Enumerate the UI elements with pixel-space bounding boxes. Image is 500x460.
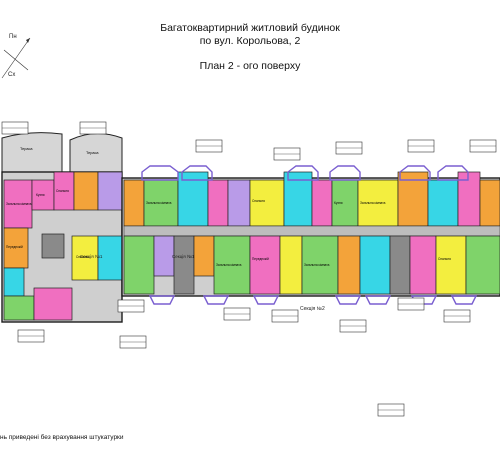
apt-c12 [427, 179, 459, 227]
label-bedroom-c6: Спальня [252, 199, 265, 203]
compass-north-label: Пн [9, 34, 17, 40]
compass-rose: Пн Сх [0, 30, 32, 80]
label-living-c2: Загальна кімната [146, 201, 172, 205]
label-kitchen-c9: Кухня [334, 201, 343, 205]
terrace-left [1, 132, 63, 173]
floor-plan-drawing: Тераса Тераса Загальна кімната Кухня Спа… [1, 121, 500, 417]
balconies-bottom [148, 295, 478, 305]
apt-c20 [279, 235, 303, 295]
label-hall-w3: Передпокій [6, 245, 23, 249]
label-bedroom-w1: Спальня [56, 189, 69, 193]
apt-c5 [227, 179, 251, 227]
apt-c14 [479, 179, 500, 227]
stairwell-west [41, 233, 65, 259]
apt-c15 [123, 235, 155, 295]
apt-c22 [337, 235, 361, 295]
area-table-dividers [2, 127, 496, 411]
label-terrace-right: Тераса [86, 151, 99, 155]
stairwell-c1 [173, 235, 195, 295]
apt-w2-bedroom [73, 171, 99, 211]
compass-east-label: Сх [8, 72, 16, 78]
apt-c8 [311, 179, 333, 227]
compass-icon [1, 37, 31, 79]
label-hall-c19: Передпокій [252, 257, 269, 261]
apt-w6-bedroom [71, 235, 99, 281]
apt-c10 [357, 179, 399, 227]
apt-c9 [331, 179, 359, 227]
label-living-c10: Загальна кімната [360, 201, 386, 205]
apt-w3-hall [3, 227, 29, 269]
balconies-top [141, 165, 469, 181]
apt-c25 [435, 235, 467, 295]
apt-w2-living [97, 171, 123, 211]
apt-c24 [409, 235, 437, 295]
apt-c21 [301, 235, 339, 295]
apt-w4-living [3, 295, 35, 321]
label-kitchen-w1: Кухня [36, 193, 45, 197]
apt-c4 [207, 179, 229, 227]
apt-c17 [193, 235, 215, 277]
apt-c19 [249, 235, 281, 295]
section-2-label: Секція №2 [300, 306, 325, 312]
apt-c23 [359, 235, 391, 295]
label-living-c18: Загальна кімната [216, 263, 242, 267]
label-living-c21: Загальна кімната [304, 263, 330, 267]
section-1-label-a: Секція №1 [80, 254, 103, 259]
apt-w4-kitchen [3, 267, 25, 297]
section-1-label-b: Секція №1 [172, 254, 195, 259]
apt-w5-living [33, 287, 73, 321]
label-bedroom-w6: Спальня [76, 255, 89, 259]
building-title: Багатоквартирний житловий будинок [160, 22, 340, 34]
apt-c7 [283, 171, 313, 227]
stairwell-c2 [389, 235, 411, 295]
apt-c18 [213, 235, 251, 295]
apt-c16 [153, 235, 175, 277]
apt-c11 [397, 171, 429, 227]
label-living-w1: Загальна кімната [6, 202, 32, 206]
label-terrace-left: Тераса [20, 147, 33, 151]
corridor [123, 225, 500, 237]
plan-title: План 2 - ого поверху [199, 60, 301, 72]
apt-c6 [249, 179, 285, 227]
footnote: нь приведені без врахування штукатурки [0, 434, 124, 441]
apt-c1 [123, 179, 145, 227]
label-bedroom-c25: Спальня [438, 257, 451, 261]
floor-plan: Тераса Тераса Загальна кімната Кухня Спа… [0, 110, 500, 420]
apt-w6-living [97, 235, 123, 281]
building-address: по вул. Корольова, 2 [199, 35, 301, 47]
apt-c26 [465, 235, 500, 295]
